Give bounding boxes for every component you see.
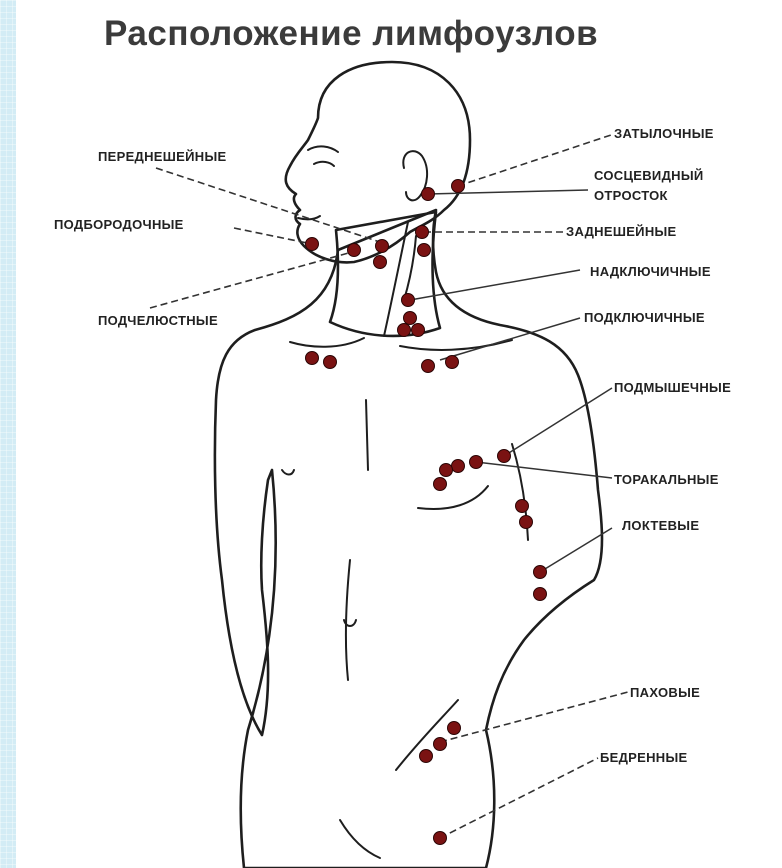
node-arm-1 — [516, 500, 529, 513]
node-elbow-2 — [534, 588, 547, 601]
node-supraclavicular-4 — [398, 324, 411, 337]
node-cervical-2 — [374, 256, 387, 269]
leader-femoral — [440, 758, 598, 838]
lymph-nodes — [306, 180, 547, 845]
mouth — [298, 216, 320, 219]
node-arm-2 — [520, 516, 533, 529]
node-thoracic-4 — [434, 478, 447, 491]
node-thoracic-1 — [470, 456, 483, 469]
leader-inguinal — [440, 692, 628, 742]
leader-anterior-cervical — [156, 168, 380, 242]
leader-lines — [150, 134, 628, 838]
node-posterior-cervical — [416, 226, 429, 239]
nipple-left — [282, 470, 294, 475]
torso — [215, 210, 602, 868]
label-femoral: БЕДРЕННЫЕ — [600, 750, 688, 765]
sternum-line — [366, 400, 368, 470]
label-posterior-cervical: ЗАДНЕШЕЙНЫЕ — [566, 224, 677, 239]
label-mastoid-line1: СОСЦЕВИДНЫЙ — [594, 168, 703, 183]
label-supraclavicular: НАДКЛЮЧИЧНЫЕ — [590, 264, 711, 279]
node-chin — [306, 238, 319, 251]
label-submandibular: ПОДЧЕЛЮСТНЫЕ — [98, 313, 218, 328]
label-elbow: ЛОКТЕВЫЕ — [622, 518, 699, 533]
clavicle-left — [290, 338, 364, 347]
clavicle-right — [400, 340, 512, 350]
node-supraclavicular-2 — [404, 312, 417, 325]
label-thoracic: ТОРАКАЛЬНЫЕ — [614, 472, 719, 487]
node-cervical-1 — [376, 240, 389, 253]
label-anterior-cervical: ПЕРЕДНЕШЕЙНЫЕ — [98, 149, 226, 164]
node-subclavian-left-2 — [324, 356, 337, 369]
node-mastoid — [422, 188, 435, 201]
leader-chin — [234, 228, 312, 244]
label-inguinal: ПАХОВЫЕ — [630, 685, 700, 700]
node-femoral — [434, 832, 447, 845]
label-chin: ПОДБОРОДОЧНЫЕ — [54, 217, 184, 232]
node-posterior-cervical-2 — [418, 244, 431, 257]
label-axillary: ПОДМЫШЕЧНЫЕ — [614, 380, 731, 395]
node-supraclavicular-3 — [412, 324, 425, 337]
body-figure — [215, 62, 602, 868]
node-thoracic-2 — [452, 460, 465, 473]
leader-thoracic — [476, 462, 612, 478]
node-subclavian-left-1 — [306, 352, 319, 365]
node-inguinal-2 — [434, 738, 447, 751]
leader-submandibular — [150, 252, 352, 308]
leader-axillary — [504, 388, 612, 456]
node-axillary — [498, 450, 511, 463]
leader-mastoid — [428, 190, 588, 194]
node-occipital — [452, 180, 465, 193]
node-supraclavicular-1 — [402, 294, 415, 307]
label-occipital: ЗАТЫЛОЧНЫЕ — [614, 126, 714, 141]
abdomen-line — [346, 560, 350, 680]
node-inguinal-1 — [448, 722, 461, 735]
neck-muscle-line-2 — [404, 236, 416, 300]
eyebrow — [308, 146, 338, 152]
leader-subclavian — [440, 318, 580, 360]
node-submandibular — [348, 244, 361, 257]
label-mastoid-line2: ОТРОСТОК — [594, 188, 668, 203]
hip-line — [340, 820, 380, 858]
node-inguinal-3 — [420, 750, 433, 763]
chest-right — [418, 486, 488, 509]
node-thoracic-3 — [440, 464, 453, 477]
label-subclavian: ПОДКЛЮЧИЧНЫЕ — [584, 310, 705, 325]
labels: ЗАТЫЛОЧНЫЕ СОСЦЕВИДНЫЙ ОТРОСТОК ЗАДНЕШЕЙ… — [54, 126, 731, 765]
eye — [314, 162, 334, 166]
node-subclavian-right-1 — [422, 360, 435, 373]
node-elbow-1 — [534, 566, 547, 579]
leader-occipital — [458, 134, 614, 186]
node-subclavian-right-2 — [446, 356, 459, 369]
